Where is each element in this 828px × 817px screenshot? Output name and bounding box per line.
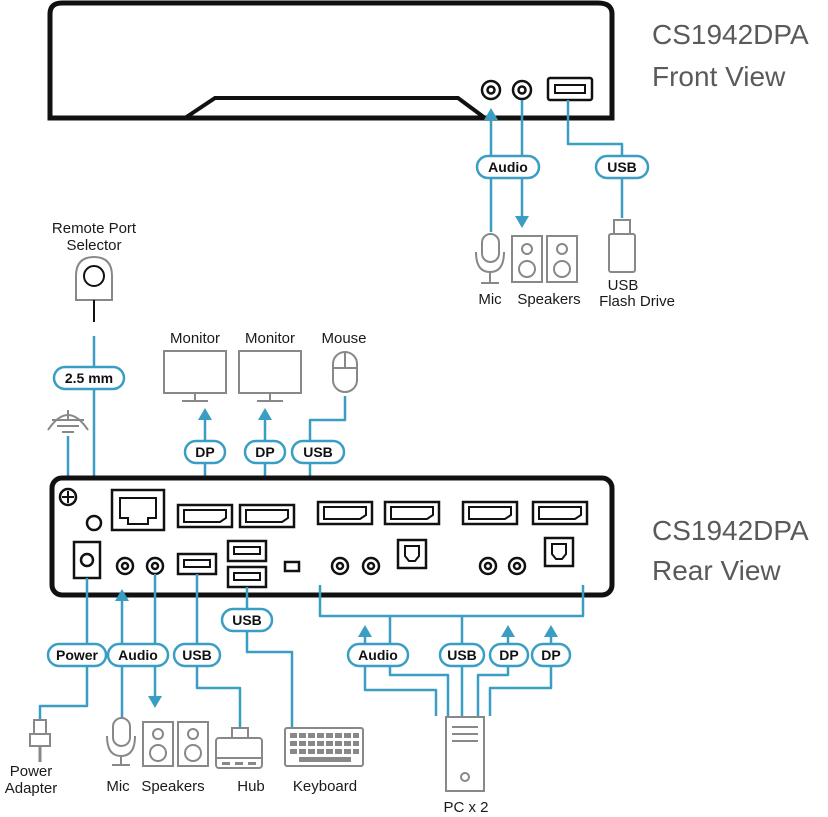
svg-text:DP: DP (195, 444, 214, 460)
monitor2-label: Monitor (245, 330, 295, 347)
remote-25mm-pill: 2.5 mm (52, 365, 126, 391)
front-speakers-label: Speakers (517, 291, 580, 308)
rear-speakers-label: Speakers (141, 778, 204, 795)
keyboard-icon (284, 727, 364, 767)
front-mic-label: Mic (478, 291, 502, 308)
rear-mic-label: Mic (106, 778, 130, 795)
speaker-icon (511, 235, 578, 283)
pc-usb-pill: USB (438, 642, 486, 668)
pc-audio-pill: Audio (346, 642, 410, 668)
keyboard-label: Keyboard (293, 778, 357, 795)
front-usb-pill: USB (594, 154, 650, 180)
rear-view-title: Rear View (652, 555, 781, 586)
microphone-icon (475, 233, 505, 284)
svg-text:2.5 mm: 2.5 mm (65, 370, 113, 386)
pc-dp1-pill: DP (488, 642, 530, 668)
usb-flash-label-1: USB (608, 277, 639, 294)
front-model-title: CS1942DPA (652, 19, 809, 50)
svg-text:USB: USB (447, 647, 477, 663)
svg-text:DP: DP (255, 444, 274, 460)
svg-text:DP: DP (499, 647, 518, 663)
front-chassis (47, 0, 615, 121)
rear-audio-pill: Audio (106, 642, 170, 668)
monitor-icon (238, 350, 302, 402)
usb-flash-drive-icon (608, 219, 636, 273)
remote-port-label-1: Remote Port (52, 220, 137, 237)
dp-monitor1-pill: DP (183, 439, 227, 465)
remote-port-label-2: Selector (66, 237, 121, 254)
usb-mouse-pill: USB (290, 439, 346, 465)
svg-text:USB: USB (607, 159, 637, 175)
front-view-title: Front View (652, 61, 786, 92)
svg-text:USB: USB (182, 647, 212, 663)
ground-icon (47, 410, 89, 433)
front-audio-pill: Audio (475, 154, 541, 180)
svg-text:DP: DP (541, 647, 560, 663)
remote-port-selector-icon (75, 255, 113, 322)
rear-model-title: CS1942DPA (652, 515, 809, 546)
dp-monitor2-pill: DP (243, 439, 287, 465)
mouse-label: Mouse (321, 330, 366, 347)
monitor-icon (163, 350, 227, 402)
usb-hub-pill: USB (172, 642, 222, 668)
rear-chassis (49, 475, 615, 598)
front-usb-port (546, 76, 594, 102)
svg-text:Audio: Audio (358, 647, 398, 663)
power-adapter-label-2: Adapter (5, 780, 58, 797)
power-adapter-label-1: Power (10, 763, 53, 780)
power-pill: Power (46, 642, 108, 668)
usb-hub-icon (215, 727, 263, 769)
svg-text:USB: USB (232, 612, 262, 628)
usb-keyboard-pill: USB (220, 607, 274, 633)
pc-label: PC x 2 (443, 799, 488, 816)
svg-text:Power: Power (56, 647, 99, 663)
monitor1-label: Monitor (170, 330, 220, 347)
hub-label: Hub (237, 778, 265, 795)
pc-tower-icon (445, 716, 485, 792)
svg-text:USB: USB (303, 444, 333, 460)
speaker-icon (142, 721, 209, 767)
usb-flash-label-2: Flash Drive (599, 293, 675, 310)
svg-text:Audio: Audio (118, 647, 158, 663)
pc-dp2-pill: DP (530, 642, 572, 668)
svg-text:Audio: Audio (488, 159, 528, 175)
mouse-icon (332, 351, 358, 393)
power-adapter-icon (29, 719, 51, 762)
microphone-icon (106, 717, 136, 766)
